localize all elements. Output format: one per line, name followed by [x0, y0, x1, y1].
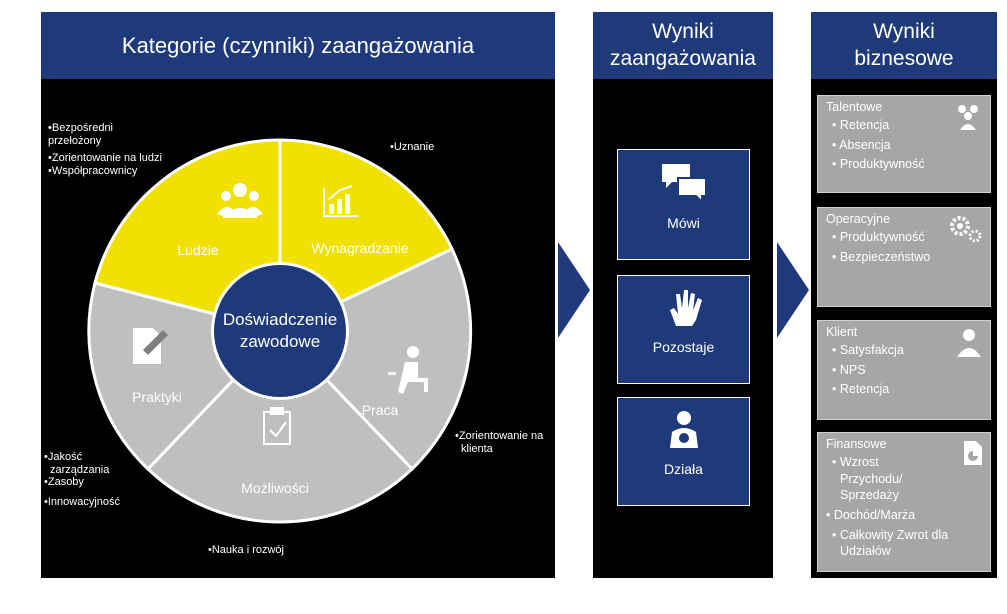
bar-chart-icon: [323, 185, 358, 217]
segment-mozliwosci: [145, 328, 415, 524]
note-top-left: •Bezpośredni przełożony •Zorientowanie n…: [48, 122, 162, 177]
outcome-mowi: Mówi: [617, 149, 750, 260]
segment-praca: [277, 247, 473, 472]
note-bottom-left: •Jakość zarządzania •Zasoby •Innowacyjno…: [44, 451, 121, 508]
business-header: Wyniki biznesowe: [811, 12, 997, 79]
note-right: •Zorientowanie na klienta: [455, 430, 544, 455]
outcome-pozostaje: Pozostaje: [617, 275, 750, 384]
segment-label-praktyki: Praktyki: [132, 389, 182, 405]
outcome-dziala: Działa: [617, 397, 750, 506]
outcome-label-mowi: Mówi: [667, 215, 700, 231]
clipboard-icon: [263, 407, 291, 445]
segment-label-mozliwosci: Możliwości: [241, 480, 309, 496]
segment-label-praca: Praca: [361, 402, 399, 418]
document-pen-icon: [133, 328, 168, 364]
wheel-center: Doświadczenie zawodowe: [211, 262, 349, 400]
outcome-label-dziala: Działa: [664, 461, 703, 477]
note-top-right: •Uznanie: [390, 141, 435, 153]
segment-label-ludzie: Ludzie: [177, 242, 219, 258]
categories-header: Kategorie (czynniki) zaangażowania: [41, 12, 555, 79]
person-icon: [957, 329, 981, 357]
arrow-right-icon: [777, 242, 809, 338]
document-chart-icon: [964, 441, 982, 465]
card-klient: Klient • Satysfakcja • NPS • Retencja: [817, 320, 991, 420]
segment-label-wynagradzanie: Wynagradzanie: [311, 240, 409, 256]
note-bottom: •Nauka i rozwój: [208, 544, 284, 556]
arrow-right-icon: [558, 242, 590, 338]
card-operacyjne: Operacyjne • Produktywność • Bezpieczeńs…: [817, 207, 991, 307]
people-icon: [217, 183, 263, 218]
card-talentowe: Talentowe • Retencja • Absencja • Produk…: [817, 95, 991, 193]
speech-bubbles-icon: [661, 164, 707, 204]
people-group-icon: [958, 105, 978, 130]
person-desk-icon: [388, 346, 428, 394]
hand-icon: [669, 290, 702, 326]
outcome-label-pozostaje: Pozostaje: [652, 339, 715, 355]
engagement-header: Wyniki zaangażowania: [593, 12, 773, 79]
card-finansowe: Finansowe • Wzrost Przychodu/ Sprzedaży …: [817, 432, 991, 572]
worker-icon: [669, 411, 698, 448]
gears-icon: [950, 216, 982, 243]
